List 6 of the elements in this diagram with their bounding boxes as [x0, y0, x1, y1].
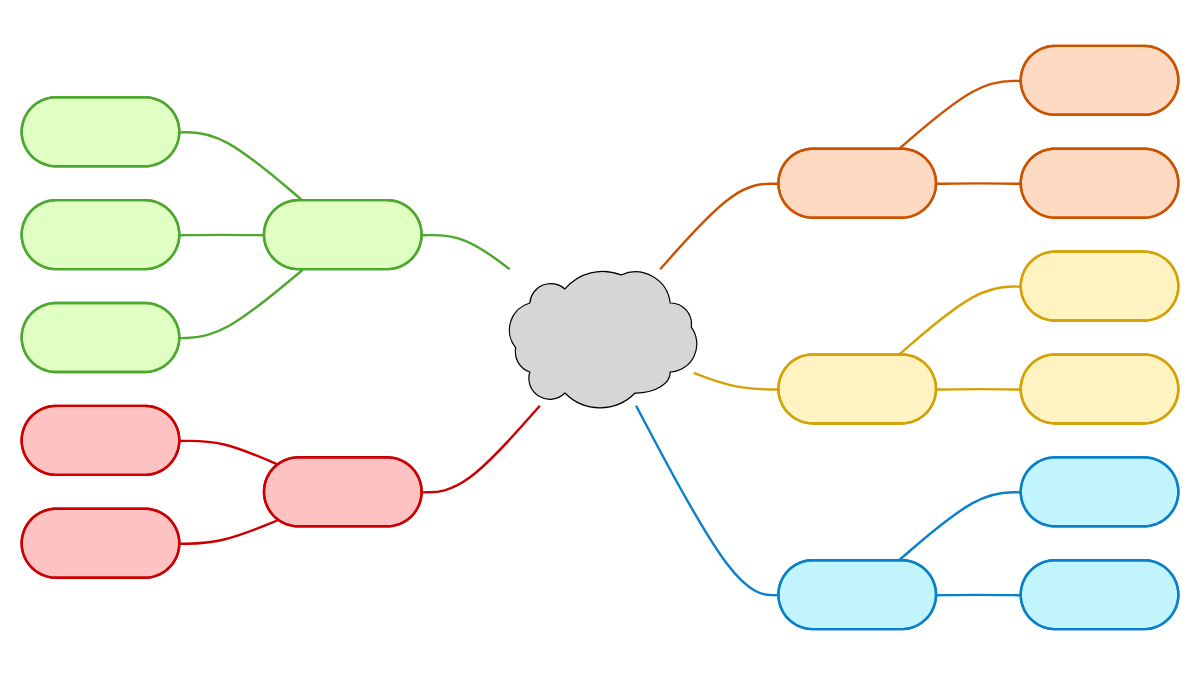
connector [179, 518, 279, 546]
connector [179, 233, 265, 237]
connector [422, 233, 511, 271]
node-cloud [508, 270, 698, 409]
connector [422, 404, 541, 494]
connector [179, 439, 279, 466]
